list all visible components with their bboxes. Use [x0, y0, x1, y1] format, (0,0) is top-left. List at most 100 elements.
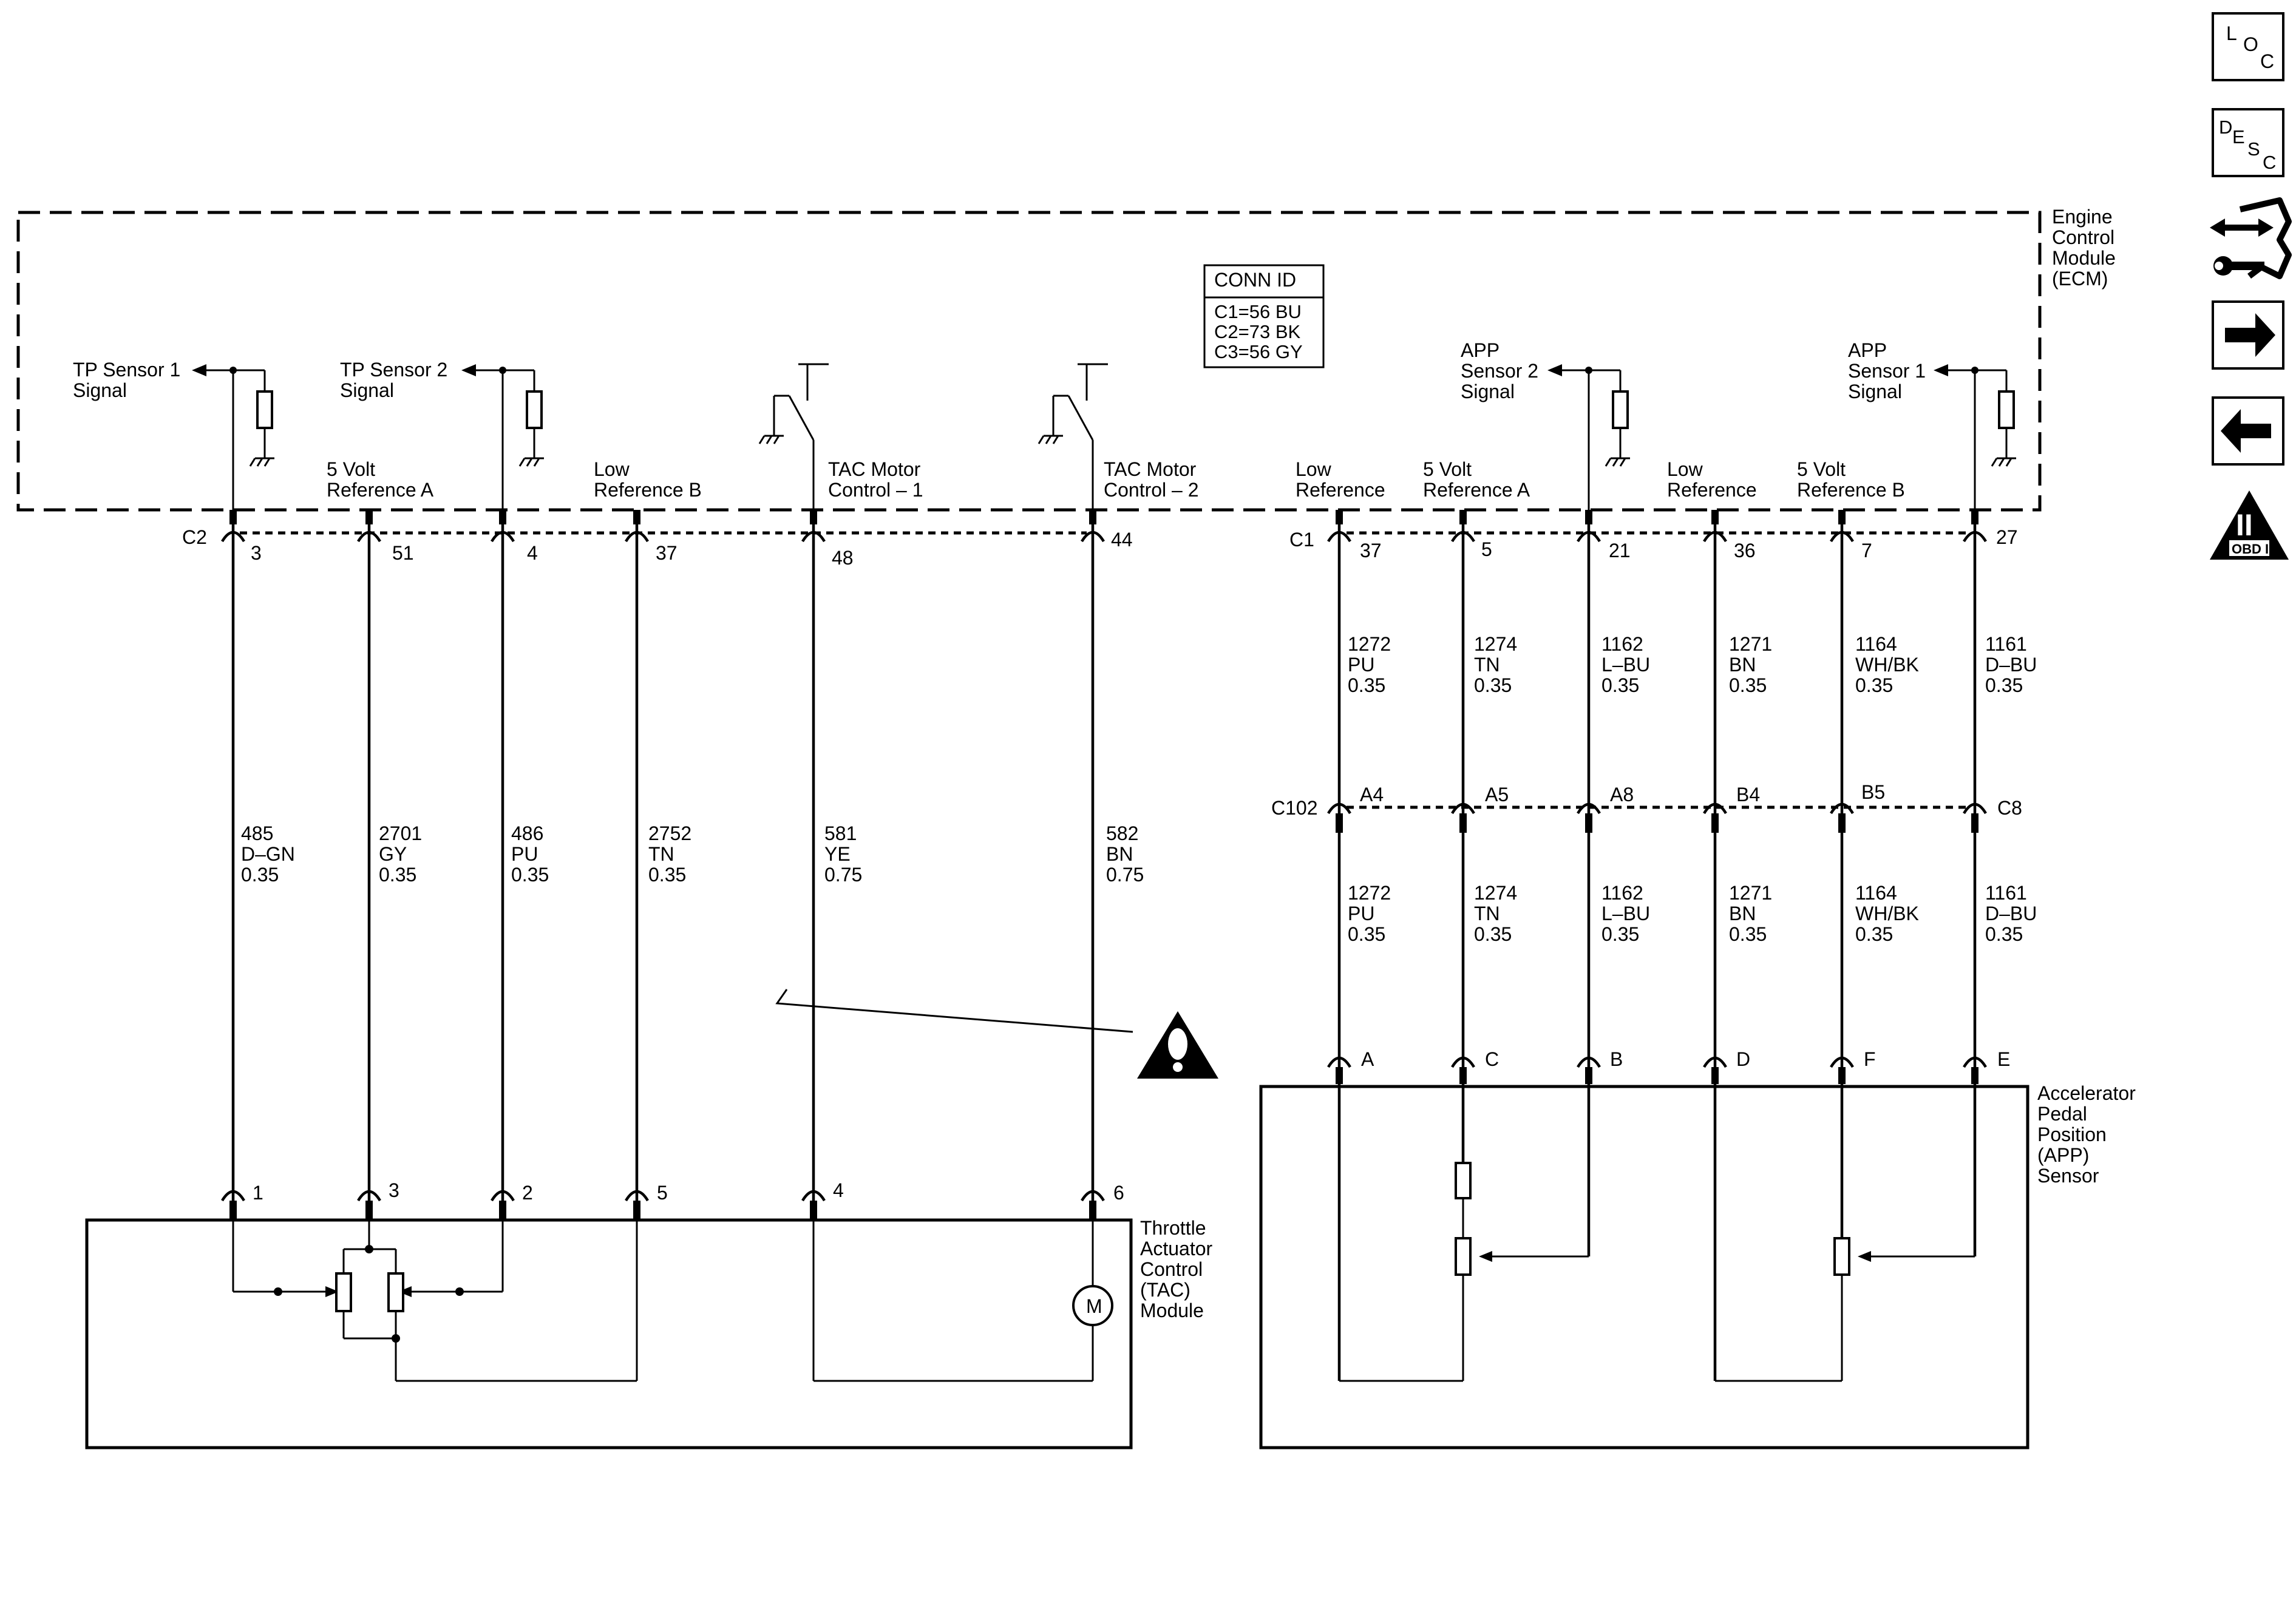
tac-module-label: Throttle Actuator Control (TAC) Module: [1140, 1217, 1218, 1321]
app-ecm-pin-2: 5: [1481, 538, 1492, 560]
tac-module-pin-6: 6: [1113, 1182, 1124, 1204]
conn-id-line-3: C3=56 GY: [1214, 341, 1303, 362]
conn-id-title: CONN ID: [1214, 269, 1296, 291]
previous-arrow-icon[interactable]: [2212, 396, 2284, 466]
svg-text:O: O: [2243, 33, 2258, 55]
c2-connector-pins: [221, 510, 1105, 543]
tac-motor-control-1-switch: [758, 363, 829, 510]
ecm-label: Engine Control Module (ECM): [2052, 206, 2121, 290]
c102-pin-5: B5: [1861, 781, 1885, 803]
tac-ecm-pin-4: 37: [656, 542, 678, 564]
next-arrow-icon[interactable]: [2212, 300, 2284, 370]
tac-ecm-pin-3: 4: [527, 542, 538, 564]
app-ecm-pin-3: 21: [1609, 540, 1631, 561]
tac-wire-1-spec: 485 D–GN 0.35: [241, 822, 301, 886]
c2-connector-label: C2: [182, 526, 207, 548]
app-low-ref-1-label: Low Reference: [1296, 458, 1385, 501]
c1-connector-label: C1: [1289, 529, 1314, 551]
app-sensor-pin-1: A: [1361, 1048, 1374, 1070]
tac-module-terminals: [221, 1190, 1105, 1219]
tac-internal-circuit: [232, 1220, 1113, 1382]
tac-module-pin-1: 1: [253, 1182, 263, 1204]
c102-pin-4: B4: [1736, 784, 1760, 805]
conn-id-line-1: C1=56 BU: [1214, 301, 1302, 322]
app-5v-ref-b-label: 5 Volt Reference B: [1797, 458, 1905, 501]
app-wire-2-upper-spec: 1274 TN 0.35: [1474, 633, 1523, 696]
tac-low-ref-b-label: Low Reference B: [594, 458, 702, 501]
tp-sensor-1-ecm-circuit: [192, 364, 274, 510]
app-ecm-pin-6: 27: [1996, 526, 2018, 548]
app-wire-5-lower-spec: 1164 WH/BK 0.35: [1855, 882, 1924, 945]
app-wire-3-lower-spec: 1162 L–BU 0.35: [1601, 882, 1656, 945]
desc-button[interactable]: D E S C: [2212, 108, 2284, 177]
loc-button[interactable]: L O C: [2212, 12, 2284, 81]
conn-id-box: CONN ID C1=56 BU C2=73 BK C3=56 GY: [1203, 264, 1325, 368]
app-sensor-terminals: [1327, 1056, 1987, 1084]
caution-indicator: [775, 989, 1218, 1079]
app-5v-ref-a-label: 5 Volt Reference A: [1423, 458, 1530, 501]
tac-ecm-pin-2: 51: [392, 542, 414, 564]
app-wire-5-upper-spec: 1164 WH/BK 0.35: [1855, 633, 1924, 696]
svg-text:E: E: [2232, 126, 2245, 147]
c102-pin-6: C8: [1997, 797, 2022, 819]
app-internal-circuit: [1339, 1162, 1975, 1382]
svg-text:S: S: [2247, 138, 2260, 160]
app-sensor-2-ecm-circuit: [1547, 364, 1630, 510]
tac-ecm-pin-1: 3: [251, 542, 262, 564]
app-sensor-1-label: APP Sensor 1 Signal: [1848, 339, 1931, 402]
svg-text:II: II: [2236, 508, 2253, 542]
tac-5v-ref-a-label: 5 Volt Reference A: [327, 458, 434, 501]
tac-wire-3-spec: 486 PU 0.35: [511, 822, 549, 886]
app-sensor-pin-6: E: [1997, 1048, 2010, 1070]
app-sensor-pin-3: B: [1610, 1048, 1623, 1070]
motor-symbol: [1072, 1285, 1113, 1326]
app-circuits: C1 37 5 21 36 7 27: [1271, 339, 2042, 1381]
app-wire-4-upper-spec: 1271 BN 0.35: [1729, 633, 1778, 696]
app-low-ref-2-label: Low Reference: [1667, 458, 1757, 501]
app-wire-4-lower-spec: 1271 BN 0.35: [1729, 882, 1778, 945]
tac-module-box: [85, 1218, 1133, 1449]
app-wire-6-upper-spec: 1161 D–BU 0.35: [1985, 633, 2042, 696]
app-ecm-pin-4: 36: [1734, 540, 1756, 561]
app-sensor-2-label: APP Sensor 2 Signal: [1461, 339, 1544, 402]
tac-ecm-pin-5: 48: [832, 547, 854, 569]
tac-module-pin-4: 5: [657, 1182, 668, 1204]
tac-wire-5-spec: 581 YE 0.75: [824, 822, 862, 886]
app-sensor-label: Accelerator Pedal Position (APP) Sensor: [2037, 1082, 2141, 1187]
svg-text:C: C: [2263, 152, 2276, 173]
tac-ecm-pin-6: 44: [1111, 529, 1133, 551]
c102-pin-1: A4: [1360, 784, 1384, 805]
tac-module-pin-5: 4: [833, 1179, 844, 1201]
app-ecm-pin-1: 37: [1360, 540, 1382, 561]
tac-wire-4-spec: 2752 TN 0.35: [648, 822, 697, 886]
app-sensor-box: [1259, 1085, 2029, 1449]
motor-label: M: [1086, 1295, 1102, 1317]
connector-wrench-icon[interactable]: [2210, 197, 2292, 279]
tac-motor-control-1-label: TAC Motor Control – 1: [828, 458, 926, 501]
tp-sensor-2-ecm-circuit: [461, 364, 544, 510]
app-wire-6-lower-spec: 1161 D–BU 0.35: [1985, 882, 2042, 945]
svg-text:C: C: [2260, 50, 2274, 72]
tac-module-pin-2: 3: [389, 1179, 399, 1201]
tp-sensor-1-label: TP Sensor 1 Signal: [73, 359, 186, 401]
conn-id-line-2: C2=73 BK: [1214, 321, 1301, 342]
c1-connector-pins: [1327, 510, 1987, 543]
app-sensor-pin-2: C: [1485, 1048, 1499, 1070]
tac-wire-2-spec: 2701 GY 0.35: [379, 822, 427, 886]
app-wire-1-lower-spec: 1272 PU 0.35: [1348, 882, 1396, 945]
app-sensor-pin-4: D: [1736, 1048, 1750, 1070]
app-ecm-pin-5: 7: [1861, 540, 1872, 561]
svg-text:OBD II: OBD II: [2232, 541, 2272, 557]
svg-text:L: L: [2226, 22, 2237, 44]
ecm-boundary: [16, 211, 2042, 512]
c102-pin-2: A5: [1485, 784, 1509, 805]
tac-module-pin-3: 2: [522, 1182, 533, 1204]
obd-ii-icon[interactable]: II OBD II: [2210, 490, 2289, 560]
app-sensor-1-ecm-circuit: [1934, 364, 2016, 510]
tac-motor-control-2-switch: [1038, 363, 1108, 510]
c102-connector-label: C102: [1271, 797, 1318, 819]
tp-sensor-2-label: TP Sensor 2 Signal: [340, 359, 453, 401]
tac-motor-control-2-label: TAC Motor Control – 2: [1104, 458, 1201, 501]
tac-circuits: C2 3 51 4 37 48 44: [73, 359, 1201, 1219]
